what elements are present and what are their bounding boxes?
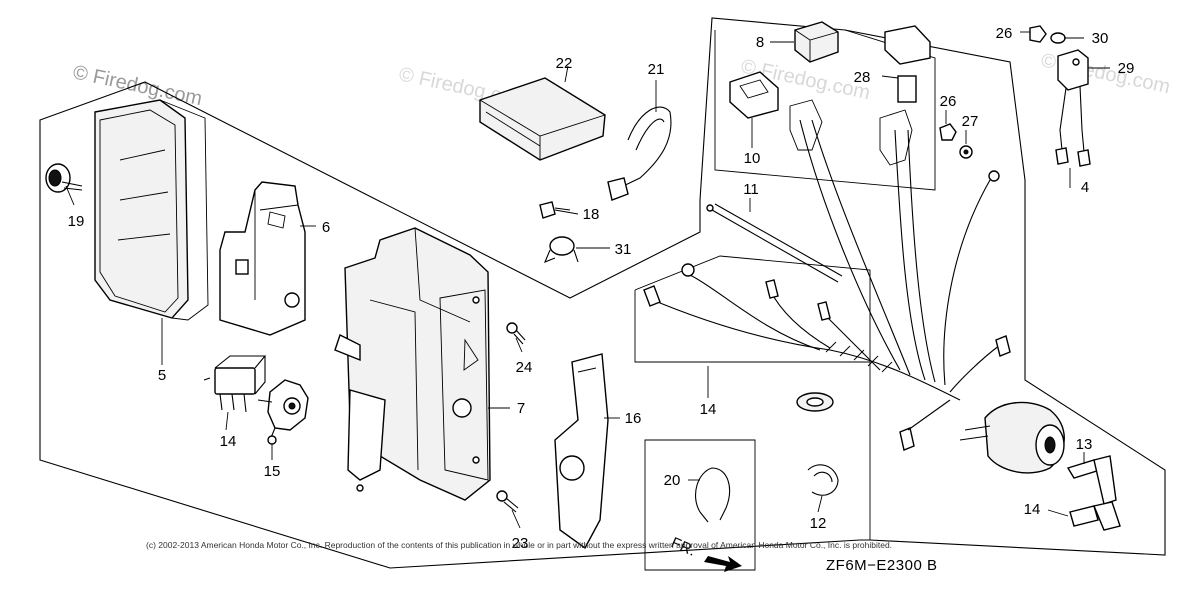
- part-relay-8: [794, 21, 839, 63]
- part-grommet-12a: [796, 392, 834, 412]
- callout-8: 8: [756, 34, 764, 51]
- callout-14-lower: 14: [1024, 501, 1041, 518]
- front-arrow-icon: [704, 556, 742, 572]
- part-connector-10: [729, 71, 779, 119]
- harness-box-lower: [634, 290, 870, 363]
- part-clamp-31: [543, 236, 579, 263]
- callout-19: 18: [583, 206, 600, 223]
- callout-22: 21: [648, 61, 665, 78]
- callout-10: 10: [744, 150, 761, 167]
- callout-27: 27: [962, 113, 979, 130]
- part-ignition-switch-4: [959, 401, 1065, 474]
- diagram-code: ZF6M−E2300 B: [826, 557, 937, 574]
- callout-11: 11: [743, 181, 759, 198]
- part-screw-24: [496, 490, 519, 513]
- callout-21: 20: [664, 472, 681, 489]
- callout-18: 16: [625, 410, 642, 427]
- callout-20: 19: [68, 213, 85, 230]
- part-cable-tie-22: [607, 106, 672, 201]
- harness-box-line: [634, 255, 871, 540]
- callout-4: 4: [1081, 179, 1089, 196]
- callout-24: 23: [512, 535, 529, 552]
- part-control-box-7: [334, 227, 491, 501]
- callout-29: 29: [1118, 60, 1135, 77]
- callout-7: 7: [517, 400, 525, 417]
- callout-23: 22: [556, 55, 573, 72]
- part-foam-23: [479, 77, 606, 161]
- callout-25: 24: [516, 359, 533, 376]
- part-fuse-28: [789, 25, 931, 166]
- callout-14-upper: 13: [1076, 436, 1093, 453]
- part-wire-11: [706, 203, 843, 283]
- part-terminal-29: [1055, 49, 1091, 167]
- part-switch-15: [203, 355, 267, 413]
- part-washer-30: [1050, 32, 1066, 44]
- part-nut-27: [959, 145, 973, 159]
- part-key-14a: [1066, 455, 1117, 505]
- part-key-14b: [1069, 501, 1121, 531]
- part-screw-19: [539, 201, 571, 219]
- callout-13: 14: [700, 401, 717, 418]
- part-button-16: [257, 379, 309, 445]
- part-clip-21: [695, 467, 730, 523]
- callout-31: 31: [615, 241, 632, 258]
- callout-26-lower: 26: [940, 93, 957, 110]
- part-plate-18: [554, 353, 609, 550]
- callout-26-upper: 26: [996, 25, 1013, 42]
- part-nut-26a: [939, 123, 957, 141]
- clip-box: [644, 439, 756, 571]
- callout-12: 12: [810, 515, 827, 532]
- callout-15: 14: [220, 433, 237, 450]
- watermark-main: © Firedog.com: [71, 61, 204, 110]
- leader-lines: [65, 31, 1110, 529]
- callout-5: 5: [158, 367, 166, 384]
- part-bracket-6: [219, 181, 306, 336]
- part-nut-26b: [1029, 25, 1047, 43]
- callout-30: 30: [1092, 30, 1109, 47]
- part-cover: [94, 99, 209, 321]
- callout-16: 15: [264, 463, 281, 480]
- part-harness-13: [643, 119, 1011, 451]
- assembly-outline: [39, 17, 1166, 569]
- part-screw-20: [45, 163, 83, 193]
- copyright-notice: (c) 2002-2013 American Honda Motor Co., …: [146, 540, 892, 550]
- part-screw-25: [506, 322, 526, 345]
- callout-28: 28: [854, 69, 871, 86]
- part-clip-12b: [807, 464, 839, 496]
- callout-6: 6: [322, 219, 330, 236]
